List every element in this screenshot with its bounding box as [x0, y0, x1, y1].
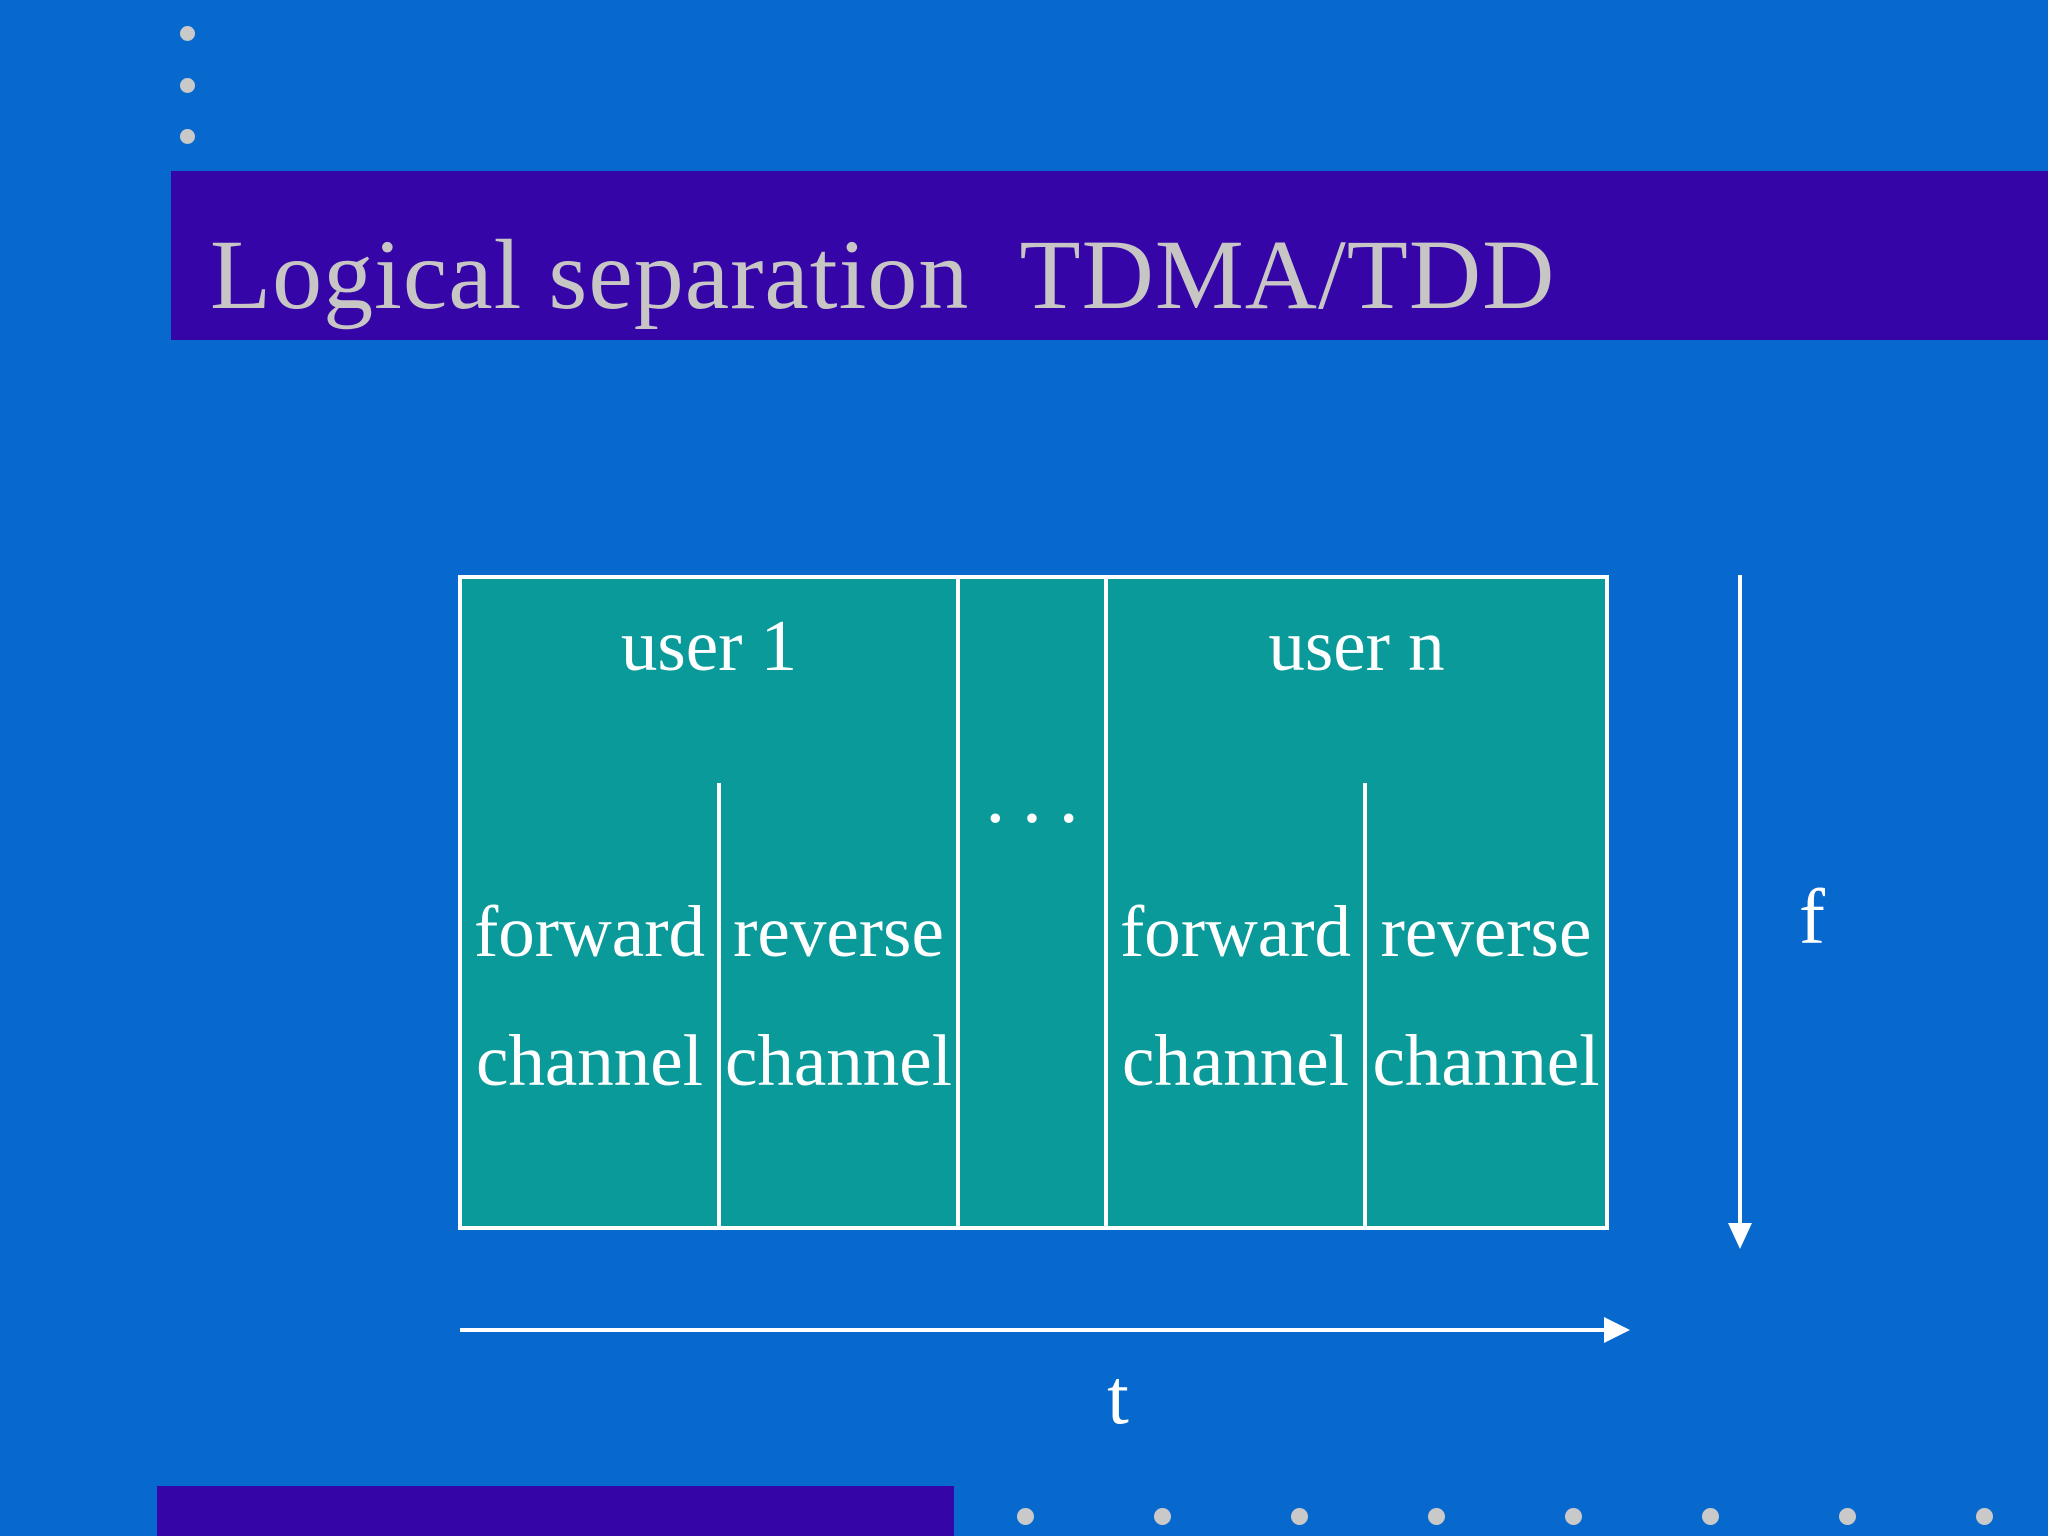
tdma-frame-diagram: user 1 user n forward channel reverse ch…: [458, 575, 1609, 1230]
ellipsis-label: ···: [982, 775, 1092, 863]
usern-forward-channel-cell: forward channel: [1108, 895, 1363, 1097]
channel-label: channel: [725, 1020, 952, 1101]
user-section-divider: [956, 579, 960, 1226]
time-axis-label: t: [1107, 1353, 1129, 1440]
user-n-label: user n: [1268, 605, 1445, 686]
channel-divider: [717, 783, 721, 1226]
title-bar: Logical separation TDMA/TDD: [171, 171, 2048, 340]
decorative-dot: [180, 78, 195, 93]
channel-label: channel: [1122, 1020, 1349, 1101]
channel-label: channel: [476, 1020, 703, 1101]
right-arrowhead-icon: [1604, 1317, 1630, 1343]
decorative-dot: [1428, 1508, 1445, 1525]
channel-label: forward: [1119, 891, 1352, 972]
user1-forward-channel-cell: forward channel: [462, 895, 717, 1097]
time-axis-arrow-line: [460, 1328, 1606, 1332]
decorative-dot: [1565, 1508, 1582, 1525]
freq-axis-label: f: [1799, 873, 1825, 960]
user-section-divider: [1104, 579, 1108, 1226]
channel-label: reverse: [1380, 891, 1592, 972]
channel-label: channel: [1372, 1020, 1600, 1101]
decorative-dot: [1017, 1508, 1034, 1525]
usern-reverse-channel-cell: reverse channel: [1367, 895, 1605, 1097]
decorative-dot: [1976, 1508, 1993, 1525]
decorative-dot: [1702, 1508, 1719, 1525]
down-arrowhead-icon: [1728, 1223, 1752, 1249]
decorative-dot: [1154, 1508, 1171, 1525]
decorative-dot: [180, 129, 195, 144]
page-title: Logical separation TDMA/TDD: [210, 219, 1556, 330]
decorative-dot: [1839, 1508, 1856, 1525]
user-1-label: user 1: [620, 605, 798, 686]
channel-label: forward: [473, 891, 706, 972]
channel-label: reverse: [733, 891, 944, 972]
footer-accent-bar: [157, 1486, 954, 1536]
decorative-dot: [180, 26, 195, 41]
freq-axis-arrow-line: [1738, 575, 1742, 1225]
user1-reverse-channel-cell: reverse channel: [721, 895, 956, 1097]
channel-divider: [1363, 783, 1367, 1226]
decorative-dot: [1291, 1508, 1308, 1525]
